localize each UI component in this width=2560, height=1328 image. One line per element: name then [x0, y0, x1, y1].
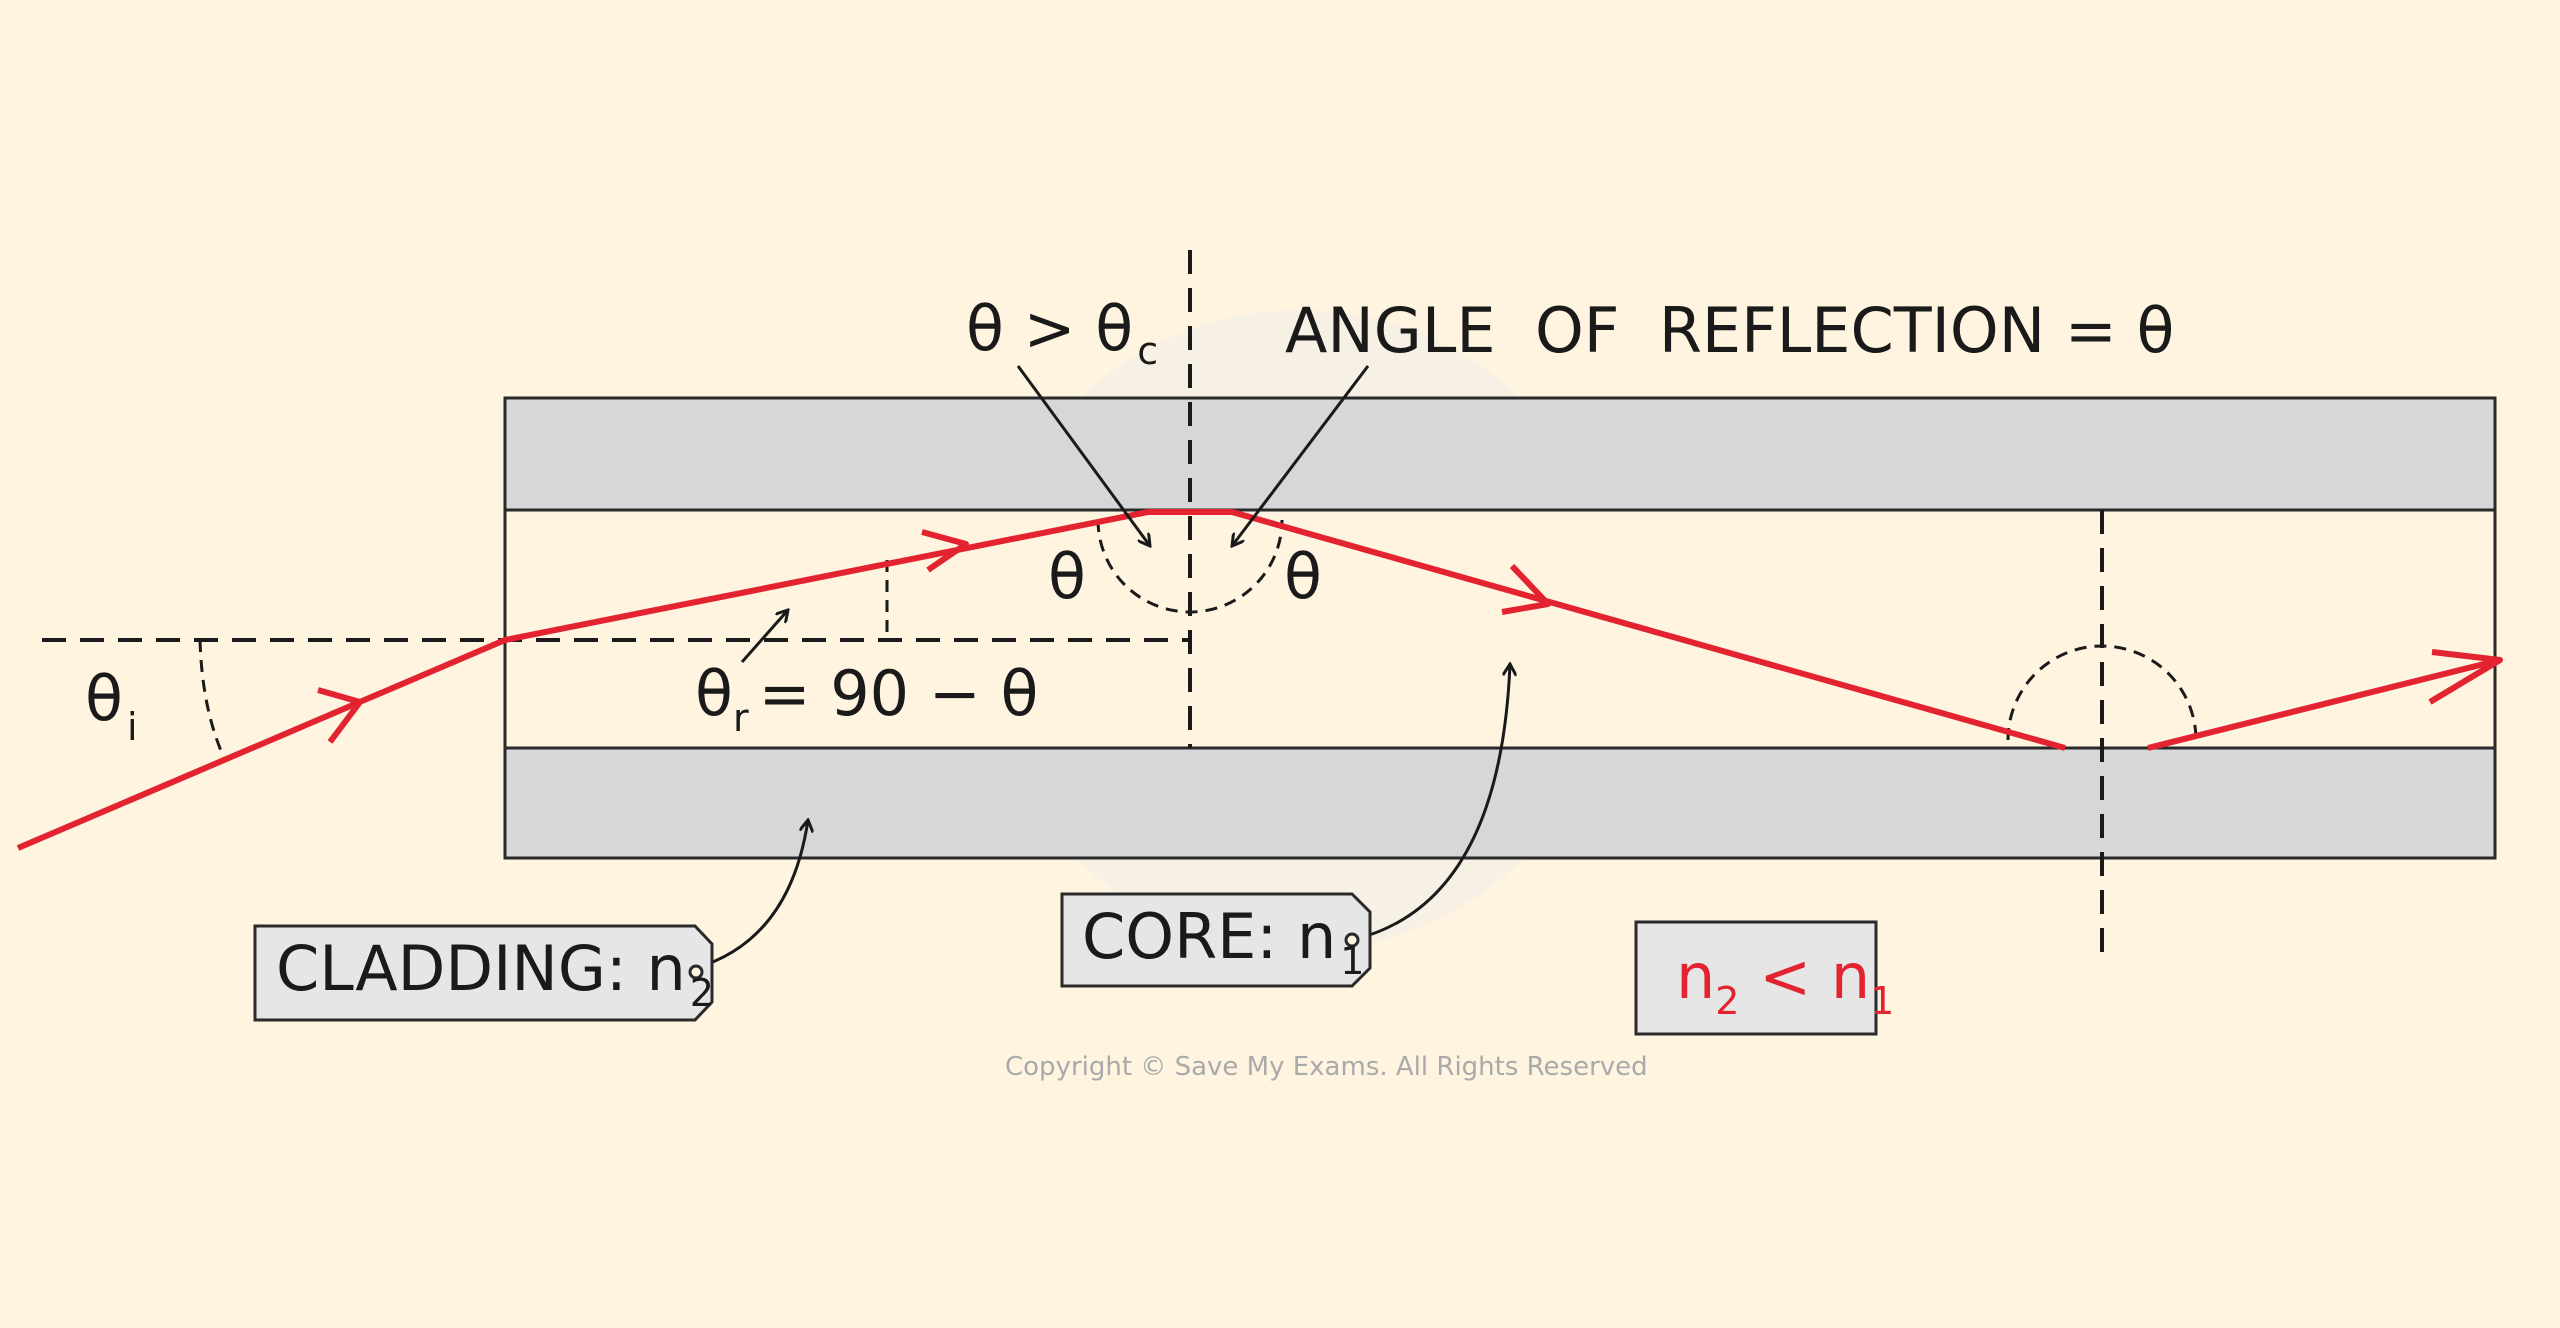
cladding-tag — [253, 924, 714, 1022]
pointer-critical-angle — [1016, 365, 1150, 546]
theta-arc-bottom — [2006, 644, 2198, 741]
ray-arrow-1 — [317, 687, 363, 744]
copyright-notice: Copyright © Save My Exams. All Rights Re… — [1005, 1052, 1648, 1082]
light-ray — [16, 509, 2066, 851]
angle-of-reflection-label: ANGLE OF REFLECTION = θ — [1285, 294, 2174, 367]
relation-box — [1634, 920, 1878, 1036]
cladding-tag-hole — [688, 964, 704, 980]
light-ray-exit — [2147, 657, 2501, 751]
pointer-theta-r — [740, 610, 788, 663]
theta-right-label: θ — [1284, 540, 1322, 613]
theta-left-label: θ — [1048, 540, 1086, 613]
pointer-angle-of-reflection — [1232, 365, 1370, 546]
ray-arrow-4 — [2428, 649, 2503, 705]
core-tag-hole — [1344, 932, 1360, 948]
theta-i-arc — [198, 639, 227, 761]
ray-arrow-3 — [1501, 563, 1551, 615]
refractive-index-relation: n2 < n1 — [1676, 940, 1894, 1023]
theta-r-label: θr= 90 − θ — [695, 657, 1038, 740]
cladding-bottom — [503, 746, 2497, 860]
pointer-cladding — [695, 820, 808, 970]
theta-arc-top — [1096, 519, 1284, 614]
ray-arrow-2 — [921, 529, 969, 573]
pointer-core — [1351, 664, 1510, 942]
cladding-top — [503, 396, 2497, 512]
core-tag — [1060, 892, 1372, 988]
